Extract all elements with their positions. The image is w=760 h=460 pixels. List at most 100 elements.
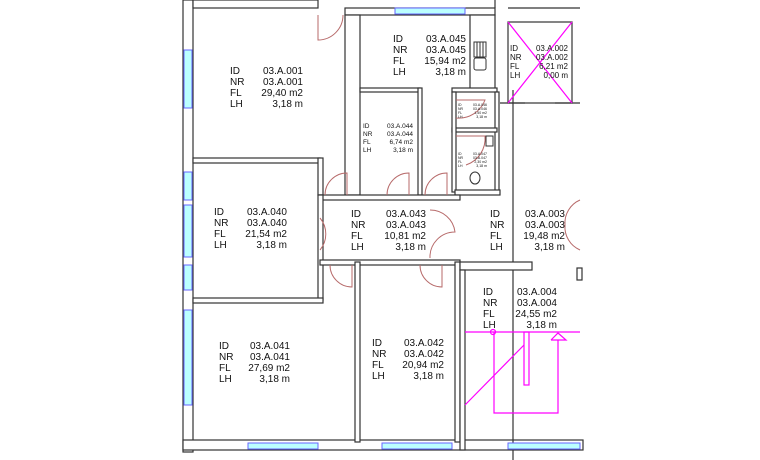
staircase — [464, 328, 580, 414]
field-label: LH — [214, 240, 227, 251]
wall-001-045 — [344, 14, 361, 196]
field-label: ID — [372, 338, 382, 349]
room-nr-value: 03.A.004 — [517, 298, 557, 309]
window — [507, 442, 581, 450]
room-id-value: 03.A.003 — [525, 209, 565, 220]
room-id-value: 03.A.045 — [426, 34, 466, 45]
field-label: ID — [219, 341, 229, 352]
wall-041-042 — [354, 261, 361, 443]
room-fl-value: 21,54 m2 — [245, 229, 287, 240]
field-label: NR — [363, 131, 373, 138]
window — [183, 49, 193, 109]
window — [183, 309, 193, 406]
doors — [317, 14, 581, 288]
room-lh-value: 3,18 m — [259, 374, 290, 385]
window — [183, 204, 193, 258]
window — [183, 264, 193, 291]
field-label: ID — [230, 66, 240, 77]
field-label: ID — [510, 44, 518, 53]
room-id-value: 03.A.047 — [473, 152, 487, 156]
field-label: LH — [219, 374, 232, 385]
door-042 — [419, 264, 443, 288]
room-lh-value: 3,18 m — [476, 164, 487, 168]
room-lh-value: 3,18 m — [272, 99, 303, 110]
door-040 — [319, 217, 327, 251]
field-label: NR — [230, 77, 244, 88]
room-id-value: 03.A.001 — [263, 66, 303, 77]
room-id-value: 03.A.046 — [473, 103, 487, 107]
field-label: NR — [458, 107, 464, 111]
field-label: FL — [458, 111, 462, 115]
field-label: NR — [219, 352, 233, 363]
door-041 — [329, 264, 353, 288]
toilet-icon — [469, 171, 481, 185]
sink-icon — [473, 57, 487, 71]
washbasin-icon — [485, 135, 494, 147]
field-label: FL — [458, 160, 462, 164]
room-nr-value: 03.A.003 — [525, 220, 565, 231]
field-label: ID — [458, 103, 462, 107]
field-label: FL — [351, 231, 363, 242]
wall-001-040 — [192, 157, 321, 164]
room-nr-value: 03.A.002 — [536, 53, 569, 62]
room-fl-value: 20,94 m2 — [402, 360, 444, 371]
window — [394, 7, 466, 15]
field-label: ID — [490, 209, 500, 220]
field-label: FL — [490, 231, 502, 242]
wall-top-001 — [192, 0, 319, 9]
field-label: LH — [363, 147, 372, 154]
field-label: ID — [393, 34, 403, 45]
field-label: ID — [214, 207, 224, 218]
room-nr-value: 03.A.046 — [473, 107, 487, 111]
field-label: LH — [458, 164, 463, 168]
field-label: NR — [510, 53, 522, 62]
field-label: ID — [483, 287, 493, 298]
room-nr-value: 03.A.045 — [426, 45, 466, 56]
room-nr-value: 03.A.047 — [473, 156, 487, 160]
room-fl-value: 19,48 m2 — [523, 231, 565, 242]
room-fl-value: 10,81 m2 — [384, 231, 426, 242]
field-label: ID — [351, 209, 361, 220]
room-nr-value: 03.A.042 — [404, 349, 444, 360]
field-label: FL — [230, 88, 242, 99]
room-lh-value: 3,18 m — [435, 67, 466, 78]
room-fl-value: 1,50 m2 — [474, 111, 487, 115]
door-046 — [455, 99, 486, 119]
field-label: LH — [510, 71, 520, 80]
shaft-002 — [507, 21, 573, 104]
room-nr-value: 03.A.040 — [247, 218, 287, 229]
room-lh-value: 0,00 m — [544, 71, 569, 80]
field-label: NR — [393, 45, 407, 56]
room-nr-value: 03.A.041 — [250, 352, 290, 363]
room-id-value: 03.A.002 — [536, 44, 569, 53]
field-label: LH — [483, 320, 496, 331]
room-fl-value: 24,55 m2 — [515, 309, 557, 320]
door-003-double — [429, 209, 456, 259]
door-040-top — [324, 172, 348, 196]
room-id-value: 03.A.040 — [247, 207, 287, 218]
room-nr-value: 03.A.044 — [387, 131, 413, 138]
field-label: LH — [372, 371, 385, 382]
fixtures — [469, 41, 494, 185]
room-lh-value: 3,18 m — [393, 147, 413, 154]
field-label: FL — [214, 229, 226, 240]
field-label: FL — [219, 363, 231, 374]
room-id-value: 03.A.043 — [386, 209, 426, 220]
room-id-value: 03.A.044 — [387, 123, 413, 130]
window — [247, 442, 319, 450]
room-lh-value: 3,18 m — [526, 320, 557, 331]
room-id-value: 03.A.042 — [404, 338, 444, 349]
room-fl-value: 29,40 m2 — [261, 88, 303, 99]
